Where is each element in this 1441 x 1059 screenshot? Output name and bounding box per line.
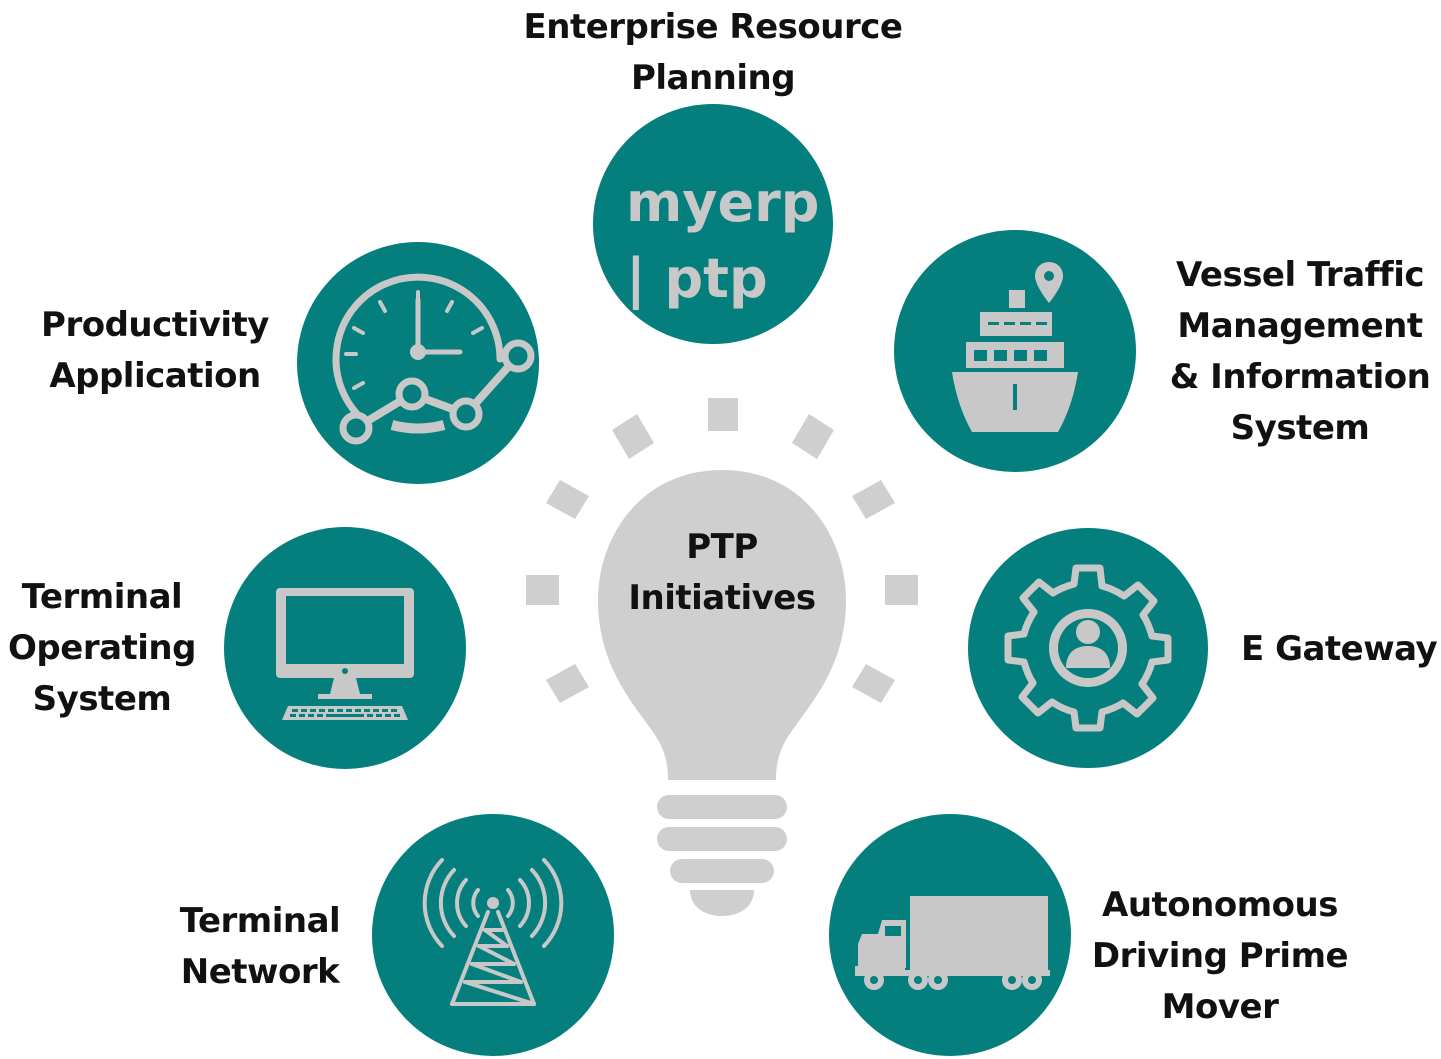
vessel-label-line1: Vessel Traffic [1175, 255, 1425, 295]
erp-label-line2: Planning [630, 58, 796, 98]
productivity-label: Productivity Application [20, 300, 290, 402]
erp-label: Enterprise Resource Planning [463, 2, 963, 104]
vessel-label-line4: System [1230, 408, 1370, 448]
vessel-label-line2: Management [1177, 306, 1423, 346]
egateway-label: E Gateway [1241, 624, 1439, 675]
autonomous-label-line3: Mover [1161, 987, 1279, 1027]
autonomous-label-line1: Autonomous [1102, 885, 1338, 925]
egateway-label-line1: E Gateway [1241, 629, 1438, 669]
ship-location-icon [952, 262, 1078, 432]
erp-logo-icon: myerp | ptp [626, 165, 819, 317]
productivity-label-line2: Application [49, 356, 261, 396]
lightbulb-icon [526, 398, 918, 916]
productivity-label-line1: Productivity [41, 305, 269, 345]
vessel-label: Vessel Traffic Management & Information … [1160, 250, 1440, 454]
network-label-line1: Terminal [179, 901, 341, 941]
center-title: PTP Initiatives [572, 522, 872, 624]
radio-tower-icon [422, 858, 564, 1006]
erp-logo-line1: myerp [626, 171, 820, 234]
clock-chart-icon [332, 273, 535, 445]
tos-label-line3: System [32, 679, 172, 719]
erp-logo-line2: | ptp [626, 247, 768, 310]
gear-user-icon [1004, 564, 1172, 732]
network-label-line2: Network [180, 952, 340, 992]
tos-label-line2: Operating [8, 628, 196, 668]
vessel-label-line3: & Information [1169, 357, 1431, 397]
tos-label: Terminal Operating System [2, 572, 202, 725]
center-title-line1: PTP [686, 527, 758, 567]
erp-circle [593, 104, 833, 344]
autonomous-label-line2: Driving Prime [1091, 936, 1349, 976]
network-label: Terminal Network [150, 896, 370, 998]
truck-icon [855, 896, 1050, 990]
tos-label-line1: Terminal [21, 577, 183, 617]
center-title-line2: Initiatives [628, 578, 816, 618]
erp-label-line1: Enterprise Resource [523, 7, 903, 47]
desktop-computer-icon [276, 588, 414, 720]
autonomous-label: Autonomous Driving Prime Mover [1080, 880, 1360, 1033]
